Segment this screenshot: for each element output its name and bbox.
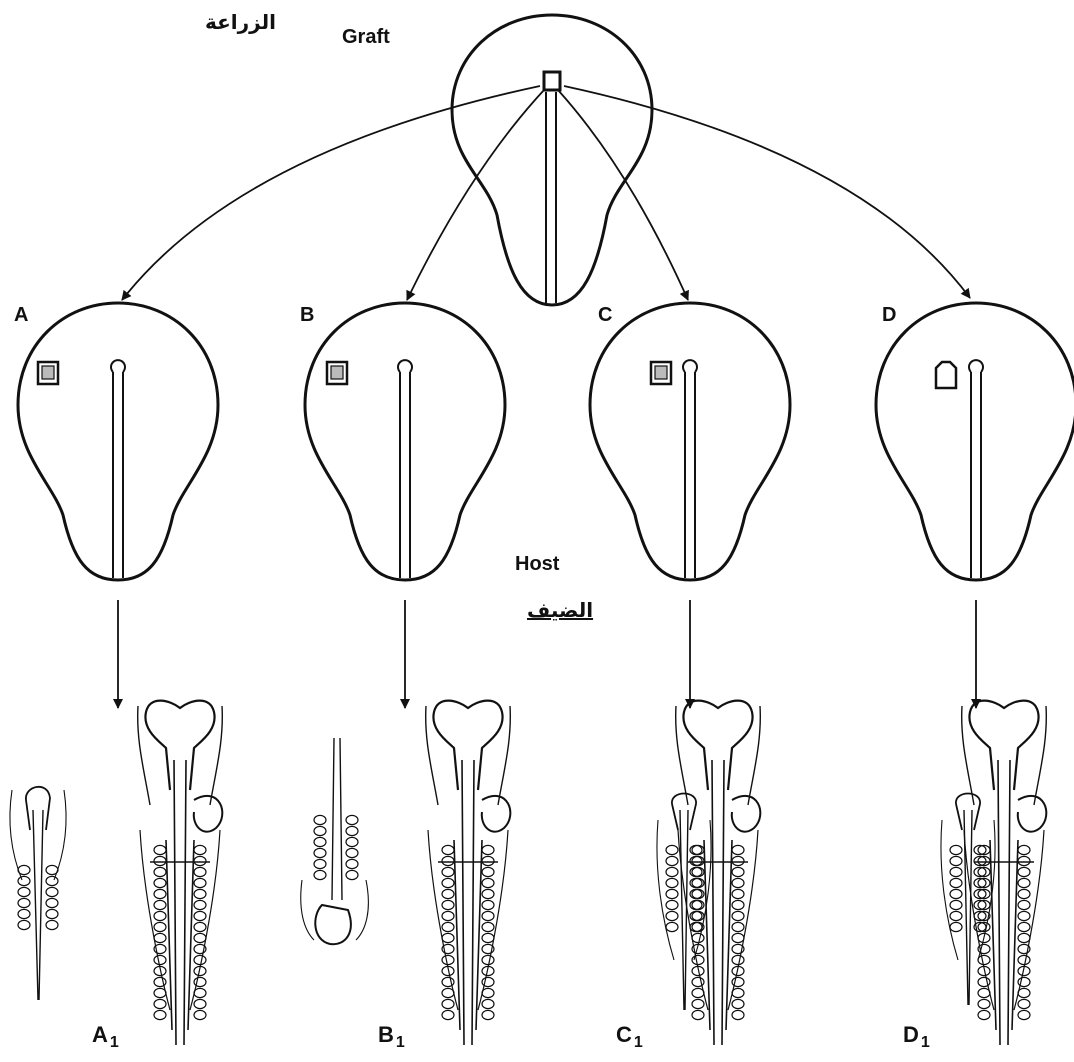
graft-site-d (936, 362, 956, 388)
result-sub-d: 1 (921, 1034, 930, 1051)
result-letter-b: B (378, 1022, 394, 1047)
panel-label-d: D (882, 304, 896, 327)
host-embryo-result-a1 (138, 701, 223, 1045)
host-embryo-b (305, 303, 505, 708)
graft-label-arabic: الزراعة (205, 10, 276, 34)
result-letter-c: C (616, 1022, 632, 1047)
host-label-arabic: الضيف (527, 598, 593, 622)
secondary-axis-a1 (10, 787, 66, 1000)
secondary-axis-b1 (301, 738, 369, 944)
host-embryo-d (876, 303, 1074, 708)
result-sub-a: 1 (110, 1034, 119, 1051)
panel-label-a: A (14, 304, 28, 327)
panel-label-c: C (598, 304, 612, 327)
result-sub-b: 1 (396, 1034, 405, 1051)
host-embryo-a (18, 303, 218, 708)
arrow-to-d (564, 86, 970, 298)
result-sub-c: 1 (634, 1034, 643, 1051)
secondary-axis-d1 (941, 794, 995, 1006)
host-embryo-result-b1 (426, 701, 511, 1045)
host-embryo-result-c1 (676, 701, 761, 1045)
graft-tissue-square (544, 72, 560, 90)
host-label: Host (515, 553, 559, 576)
result-letter-a: A (92, 1022, 108, 1047)
arrow-to-c (558, 90, 688, 300)
arrow-to-a (122, 86, 540, 300)
arrow-to-b (407, 90, 544, 300)
host-embryo-c (590, 303, 790, 708)
panel-label-b: B (300, 304, 314, 327)
result-letter-d: D (903, 1022, 919, 1047)
graft-label: Graft (342, 26, 390, 49)
donor-embryo (452, 15, 652, 305)
